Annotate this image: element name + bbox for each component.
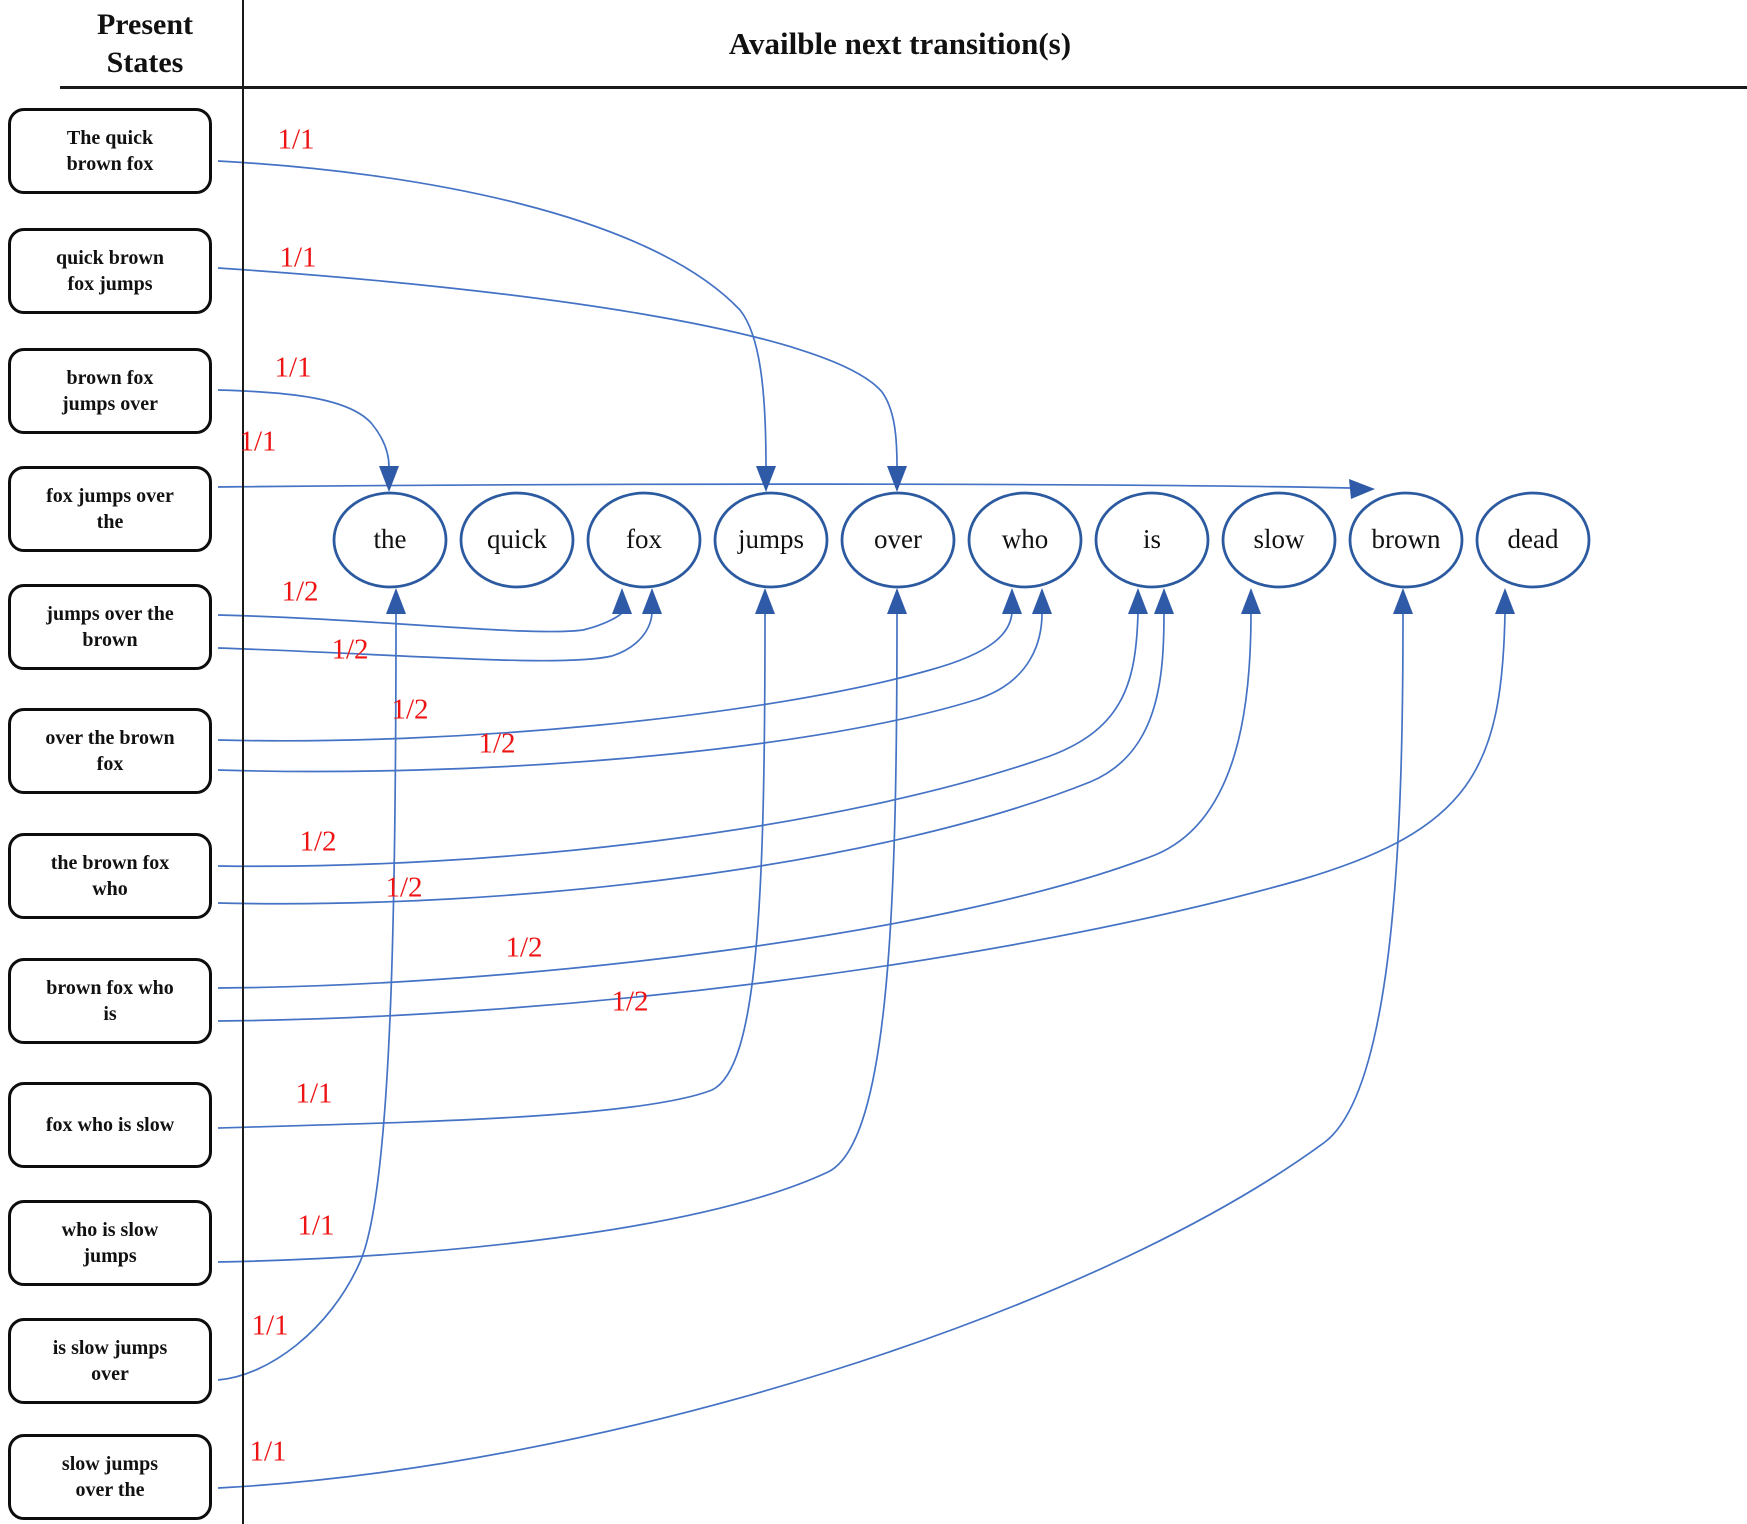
prob-label: 1/2: [385, 871, 423, 904]
arrow-path-whois-dead: [217, 612, 1506, 1022]
prob-label: 1/1: [295, 1077, 333, 1110]
state-box-brown-fox-jumps-over: brown fox jumps over: [8, 348, 212, 434]
arrowhead-up-dead: [1495, 588, 1515, 614]
column-divider-line: [242, 0, 244, 1524]
arrowhead-up-slow: [1241, 588, 1261, 614]
word-node-circle-over: [840, 491, 956, 589]
arrowhead-up-fox-1: [612, 588, 632, 614]
state-box-the-quick-brown-fox: The quick brown fox: [8, 108, 212, 194]
arrow-path-overthe-brown: [217, 483, 1351, 489]
prob-label: 1/2: [331, 633, 369, 666]
state-box-fox-jumps-over-the: fox jumps over the: [8, 466, 212, 552]
arrowhead-up-is-2: [1154, 588, 1174, 614]
arrow-path-whois-slow: [217, 612, 1252, 989]
arrowhead-up-jumps: [755, 588, 775, 614]
header-divider-line: [60, 86, 1747, 89]
word-node-circle-who: [967, 491, 1083, 589]
arrow-path-jumpsover-the: [217, 389, 390, 468]
present-states-header: Present States: [96, 8, 194, 79]
word-node-label-over: over: [874, 524, 922, 554]
word-node-circle-jumps: [713, 491, 829, 589]
arrowhead-up-brown: [1393, 588, 1413, 614]
word-node-circle-the: [332, 491, 448, 589]
arrow-path-foxwho-is-2: [217, 612, 1165, 905]
arrow-path-brownfoxjumps-over: [217, 267, 898, 468]
word-node-circle-slow: [1221, 491, 1337, 589]
word-node-label-quick: quick: [487, 524, 547, 554]
prob-label: 1/1: [277, 123, 315, 156]
word-node-label-jumps: jumps: [737, 524, 804, 554]
word-node-circle-dead: [1475, 491, 1591, 589]
state-box-label: quick brown fox jumps: [55, 247, 164, 295]
arrowhead-down-over: [887, 466, 907, 492]
arrow-path-jumpsover2-the: [217, 612, 397, 1381]
state-box-label: slow jumps over the: [61, 1453, 159, 1501]
prob-label: 1/1: [297, 1209, 335, 1242]
word-node-label-brown: brown: [1371, 524, 1441, 554]
word-node-label-dead: dead: [1507, 524, 1559, 554]
word-node-circle-quick: [459, 491, 575, 589]
arrow-path-brownfox-who-1: [217, 612, 1013, 742]
word-node-circle-brown: [1348, 491, 1464, 589]
state-box-over-the-brown-fox: over the brown fox: [8, 708, 212, 794]
arrow-path-thebrown-fox-2: [217, 612, 653, 662]
arrowhead-down-the: [379, 466, 399, 492]
state-box-slow-jumps-over-the: slow jumps over the: [8, 1434, 212, 1520]
prob-label: 1/1: [249, 1435, 287, 1468]
arrowhead-up-over: [887, 588, 907, 614]
arrowhead-up-who-1: [1002, 588, 1022, 614]
word-node-circle-fox: [586, 491, 702, 589]
state-box-brown-fox-who-is: brown fox who is: [8, 958, 212, 1044]
state-box-is-slow-jumps-over: is slow jumps over: [8, 1318, 212, 1404]
arrowhead-up-is-1: [1128, 588, 1148, 614]
prob-label: 1/1: [239, 425, 277, 458]
arrow-path-slowjumps-over: [217, 612, 898, 1263]
prob-label: 1/2: [611, 985, 649, 1018]
arrow-path-foxwho-is-1: [217, 612, 1139, 868]
state-box-the-brown-fox-who: the brown fox who: [8, 833, 212, 919]
arrow-path-isslow-jumps: [217, 612, 766, 1129]
state-box-label: fox who is slow: [45, 1114, 175, 1136]
state-box-jumps-over-the-brown: jumps over the brown: [8, 584, 212, 670]
arrowhead-right-brown: [1349, 479, 1375, 499]
prob-label: 1/2: [478, 727, 516, 760]
arrow-path-thebrown-fox-1: [217, 612, 623, 633]
word-node-label-slow: slow: [1253, 524, 1305, 554]
state-box-label: jumps over the brown: [46, 603, 174, 651]
arrow-path-overthe2-brown: [217, 612, 1404, 1489]
state-box-who-is-slow-jumps: who is slow jumps: [8, 1200, 212, 1286]
prob-label: 1/1: [251, 1309, 289, 1342]
state-box-label: The quick brown fox: [66, 127, 154, 175]
arrowhead-up-the: [386, 588, 406, 614]
word-node-label-who: who: [1001, 524, 1049, 554]
prob-label: 1/1: [279, 241, 317, 274]
state-box-label: brown fox who is: [46, 977, 174, 1025]
available-transitions-header: Availble next transition(s): [728, 26, 1072, 61]
arrow-path-brownfox-who-2: [217, 612, 1043, 773]
word-node-label-fox: fox: [626, 524, 662, 554]
prob-label: 1/2: [299, 825, 337, 858]
state-box-label: brown fox jumps over: [61, 367, 159, 415]
arrowhead-up-who-2: [1032, 588, 1052, 614]
state-box-fox-who-is-slow: fox who is slow: [8, 1082, 212, 1168]
prob-label: 1/2: [281, 575, 319, 608]
word-node-circle-is: [1094, 491, 1210, 589]
arrow-path-quickbrownfox-jumps: [217, 160, 767, 468]
prob-label: 1/2: [391, 693, 429, 726]
word-node-label-the: the: [373, 524, 407, 554]
arrowhead-down-jumps: [756, 466, 776, 492]
state-box-label: who is slow jumps: [61, 1219, 159, 1267]
prob-label: 1/2: [505, 931, 543, 964]
state-box-label: over the brown fox: [45, 727, 175, 775]
arrowhead-up-fox-2: [642, 588, 662, 614]
state-box-label: is slow jumps over: [52, 1337, 168, 1385]
state-box-label: fox jumps over the: [46, 485, 174, 533]
word-node-label-is: is: [1142, 524, 1161, 554]
state-box-quick-brown-fox-jumps: quick brown fox jumps: [8, 228, 212, 314]
state-box-label: the brown fox who: [50, 852, 170, 900]
prob-label: 1/1: [274, 351, 312, 384]
